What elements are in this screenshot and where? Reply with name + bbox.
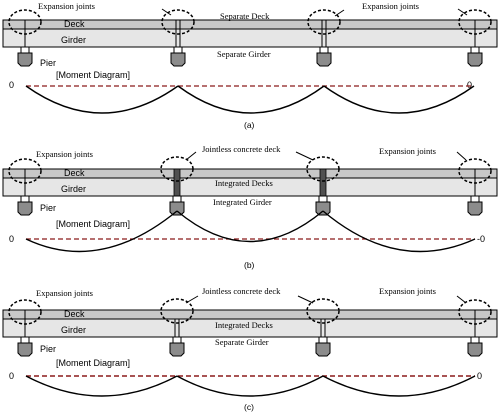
moment-curve xyxy=(177,85,325,114)
zero-label-left: 0 xyxy=(9,371,14,381)
moment-curve xyxy=(323,85,475,114)
moment-curve xyxy=(25,375,178,397)
arrow xyxy=(295,151,314,161)
pier-label: Pier xyxy=(40,203,56,213)
expansion-label-left: Expansion joints xyxy=(36,149,93,159)
moment-curve xyxy=(25,85,179,114)
moment-curve xyxy=(322,375,476,397)
zero-label-left: 0 xyxy=(9,80,14,90)
arrow xyxy=(185,295,199,304)
panel-caption: (c) xyxy=(244,402,254,412)
center-bottom-label: Separate Girder xyxy=(217,49,271,59)
expansion-label-left: Expansion joints xyxy=(36,288,93,298)
panel-c: Expansion joints Jointless concrete deck… xyxy=(2,286,498,412)
pier xyxy=(169,195,185,216)
joint-circle xyxy=(160,298,194,324)
deck-label: Deck xyxy=(64,309,85,319)
arrow xyxy=(297,295,314,304)
center-top-label: Integrated Decks xyxy=(215,178,273,188)
panel-b: Expansion joints Jointless concrete deck… xyxy=(2,144,498,270)
joint-circle xyxy=(8,158,42,184)
pier xyxy=(169,336,185,357)
pier-label: Pier xyxy=(40,344,56,354)
joint-circle xyxy=(160,156,194,182)
zero-label-right: -0 xyxy=(477,234,485,244)
panel-caption: (a) xyxy=(244,120,255,130)
integrated-joint xyxy=(173,168,181,197)
moment-curve xyxy=(25,210,178,253)
girder-label: Girder xyxy=(61,184,86,194)
joint-circle xyxy=(458,299,492,325)
pier xyxy=(17,195,33,216)
pier xyxy=(315,195,331,216)
girder-beam xyxy=(2,177,498,197)
moment-label: [Moment Diagram] xyxy=(56,70,130,80)
joint-circle xyxy=(307,9,341,35)
moment-label: [Moment Diagram] xyxy=(56,219,130,229)
expansion-label-right: Expansion joints xyxy=(362,1,419,11)
girder-label: Girder xyxy=(61,325,86,335)
joint-circle xyxy=(306,156,340,182)
joint-circle xyxy=(306,298,340,324)
pier xyxy=(467,195,483,216)
pier xyxy=(315,336,331,357)
pier xyxy=(467,46,483,67)
arrow xyxy=(456,151,467,161)
moment-curve xyxy=(176,210,324,243)
center-bottom-label: Separate Girder xyxy=(215,337,269,347)
arrow xyxy=(161,8,172,16)
zero-label-right: 0 xyxy=(477,371,482,381)
arrow xyxy=(456,295,467,304)
deck-label: Deck xyxy=(64,19,85,29)
pier-label: Pier xyxy=(40,58,56,68)
expansion-label-right: Expansion joints xyxy=(379,286,436,296)
deck-label: Deck xyxy=(64,168,85,178)
joint-circle xyxy=(8,9,42,35)
moment-curve xyxy=(176,375,324,397)
joint-circle xyxy=(458,9,492,35)
zero-label-right: 0 xyxy=(467,80,472,90)
moment-label: [Moment Diagram] xyxy=(56,358,130,368)
joint-circle xyxy=(161,9,195,35)
arrow xyxy=(334,9,345,17)
expansion-label-right: Expansion joints xyxy=(379,146,436,156)
joint-circle xyxy=(8,299,42,325)
girder-beam xyxy=(2,28,498,48)
panel-caption: (b) xyxy=(244,260,255,270)
integrated-joint xyxy=(319,168,327,197)
jointless-label: Jointless concrete deck xyxy=(202,286,281,296)
moment-curve xyxy=(322,210,476,253)
center-bottom-label: Integrated Girder xyxy=(213,197,272,207)
center-top-label: Integrated Decks xyxy=(215,320,273,330)
pier xyxy=(17,46,33,67)
panel-a: Expansion joints Deck Girder Pier [Momen… xyxy=(2,1,498,130)
girder-label: Girder xyxy=(61,35,86,45)
arrow xyxy=(457,8,468,16)
expansion-label-left: Expansion joints xyxy=(38,1,95,11)
pier xyxy=(467,336,483,357)
jointless-label: Jointless concrete deck xyxy=(202,144,281,154)
pier xyxy=(316,46,332,67)
girder-beam xyxy=(2,318,498,338)
center-top-label: Separate Deck xyxy=(220,11,270,21)
arrow xyxy=(185,151,197,161)
joint-circle xyxy=(458,158,492,184)
zero-label-left: 0 xyxy=(9,234,14,244)
pier xyxy=(17,336,33,357)
pier xyxy=(170,46,186,67)
